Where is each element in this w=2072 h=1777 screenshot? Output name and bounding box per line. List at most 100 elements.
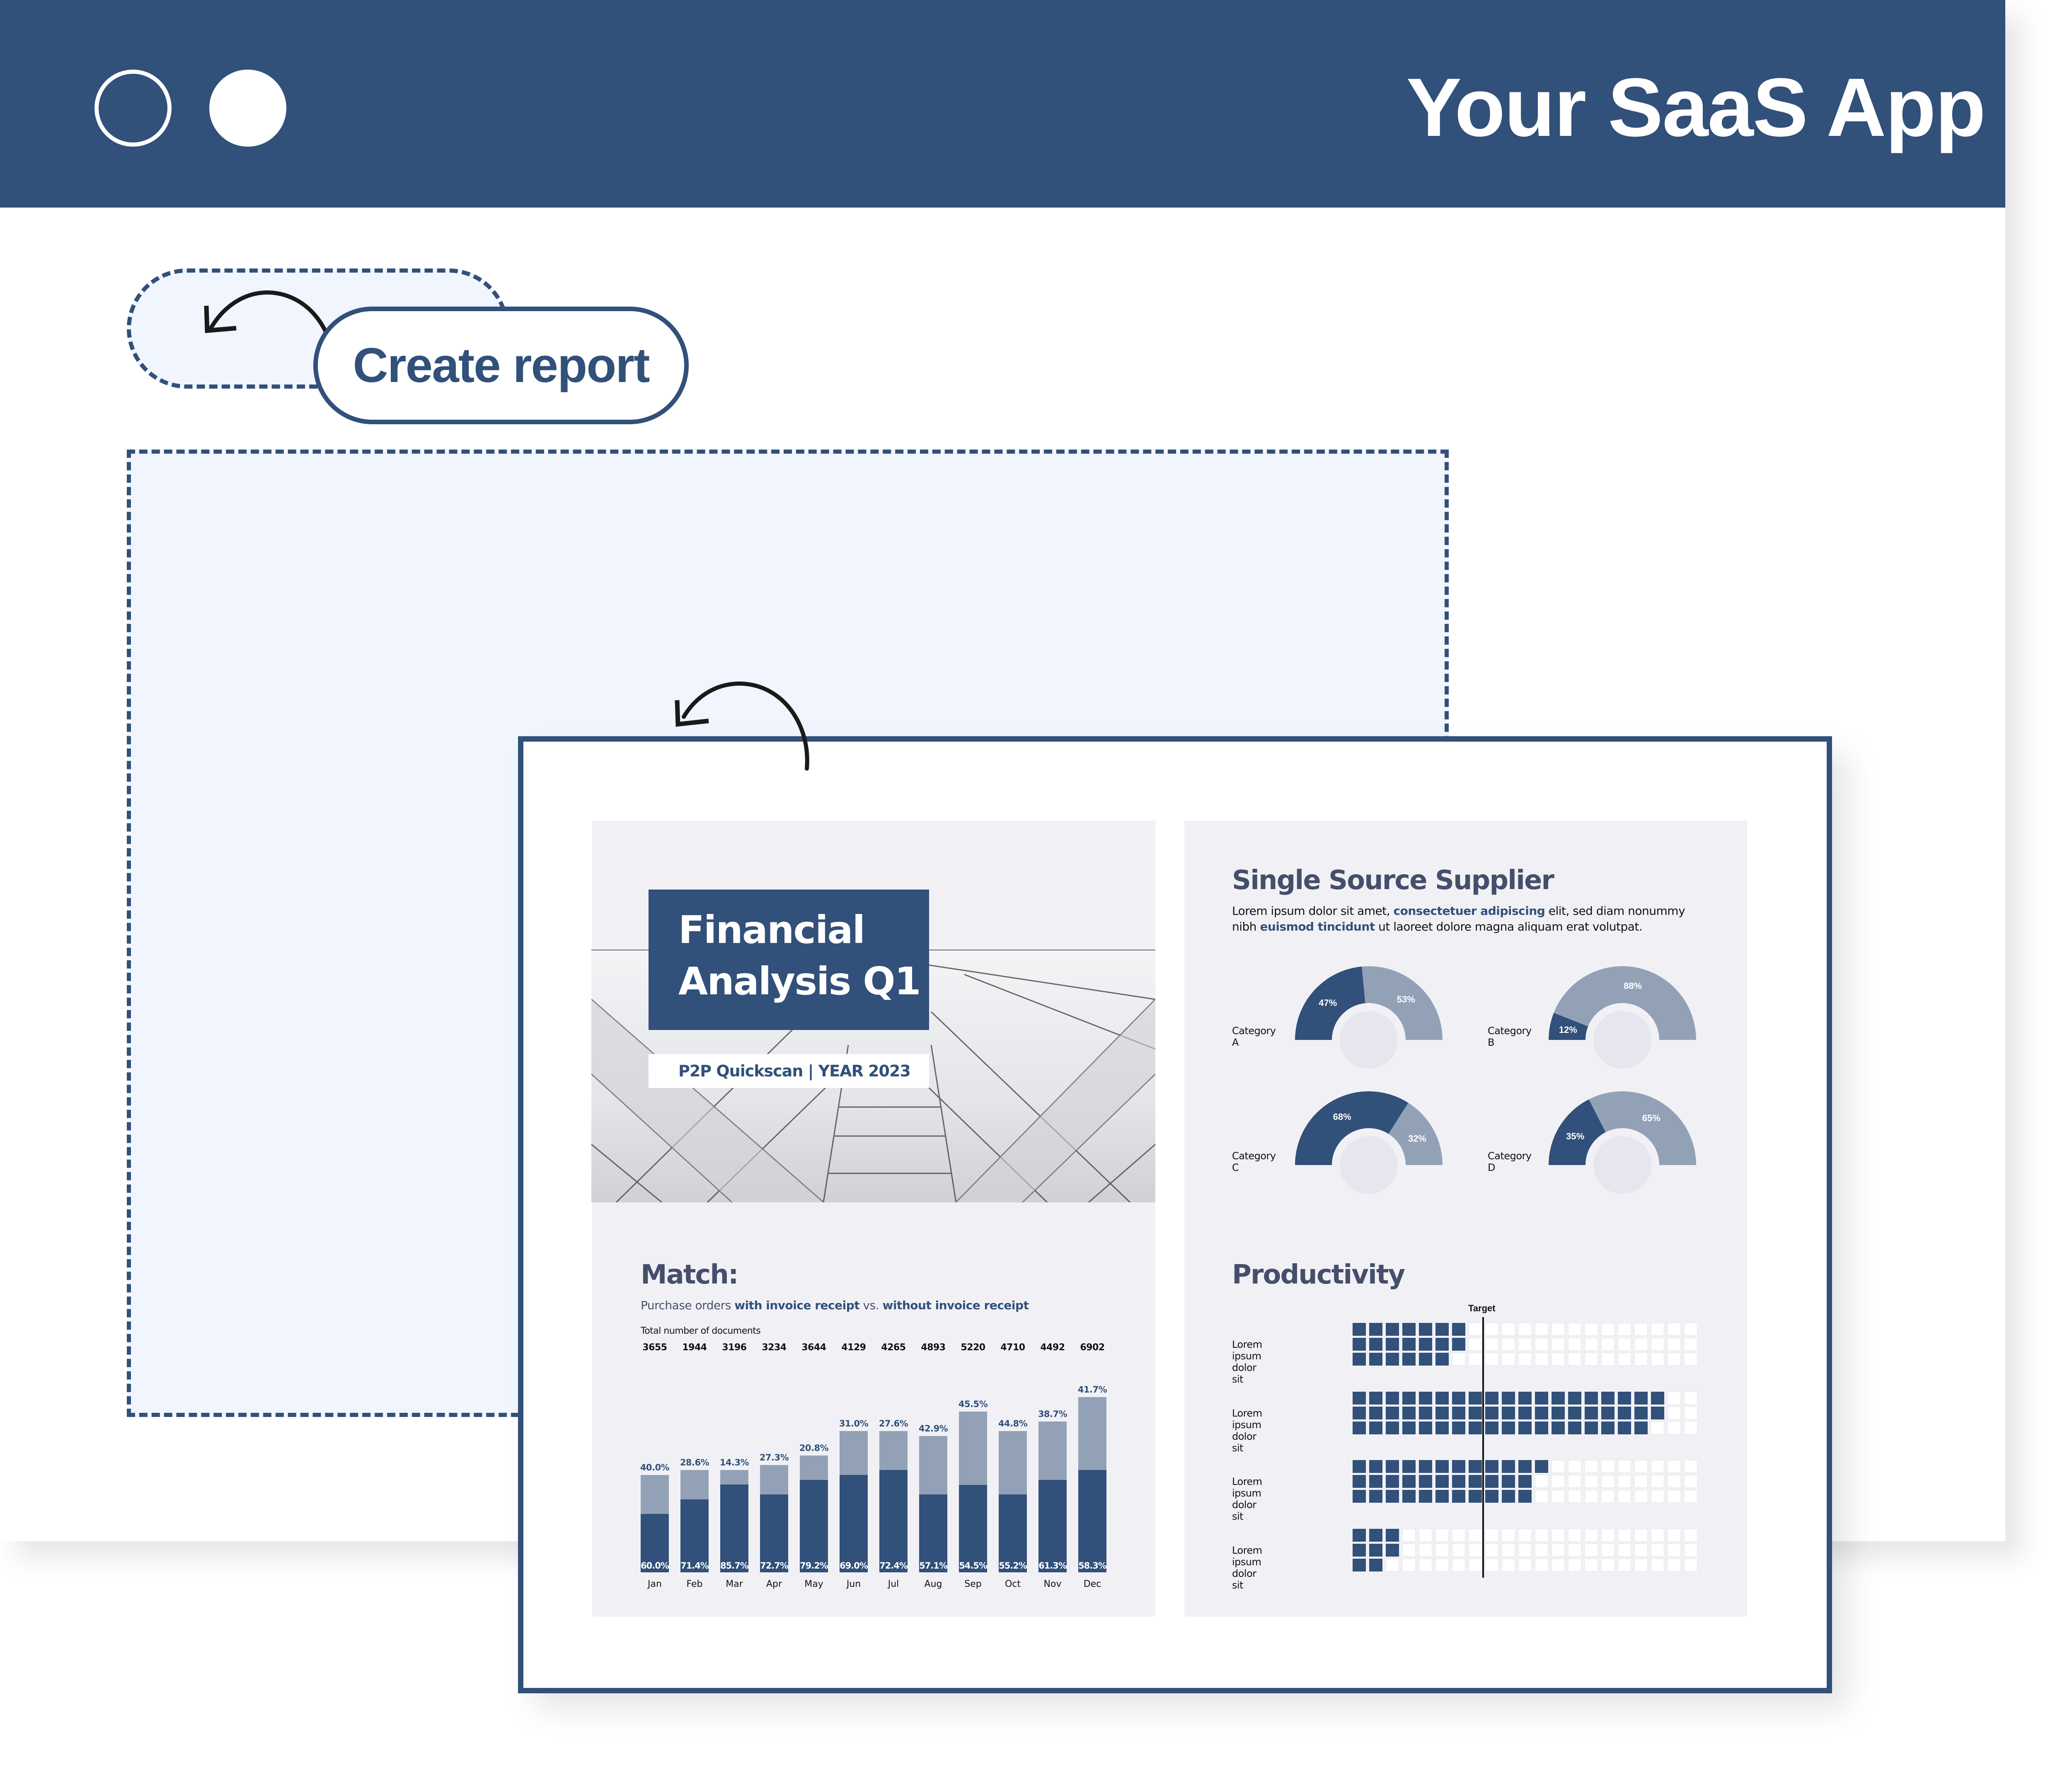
waffle-cell-filled (1552, 1392, 1565, 1405)
waffle-cell-empty (1518, 1353, 1532, 1366)
bar-segment-without-receipt[interactable] (1078, 1397, 1106, 1470)
bar-segment-with-receipt[interactable] (1038, 1480, 1067, 1572)
waffle-cell-empty (1535, 1490, 1548, 1503)
bar-segment-without-receipt[interactable] (919, 1436, 947, 1494)
gauge-category-label: Category D (1488, 1150, 1532, 1173)
waffle-cell-empty (1435, 1559, 1449, 1571)
gauge-segment-secondary[interactable] (1554, 966, 1696, 1040)
window-control-filled-icon[interactable] (209, 70, 286, 147)
report-title-line1: Financial (678, 908, 865, 952)
gauge-category-label: Category C (1232, 1150, 1276, 1173)
waffle-cell-empty (1485, 1323, 1498, 1336)
bar-segment-without-receipt[interactable] (959, 1412, 987, 1485)
gauge-segment-secondary[interactable] (1362, 966, 1443, 1040)
waffle-cell-empty (1634, 1490, 1648, 1503)
document-count: 5220 (961, 1342, 985, 1353)
bar-segment-without-receipt[interactable] (1038, 1422, 1067, 1480)
gauge-value-primary: 35% (1566, 1131, 1584, 1141)
gauge-segment-primary[interactable] (1295, 1091, 1409, 1165)
gauge-value-secondary: 88% (1624, 981, 1642, 991)
waffle-cell-empty (1651, 1353, 1664, 1366)
waffle-cell-empty (1568, 1353, 1581, 1366)
waffle-cell-empty (1601, 1460, 1615, 1473)
bar-segment-without-receipt[interactable] (800, 1455, 828, 1480)
month-label: Oct (1005, 1579, 1021, 1589)
gauge-segment-primary[interactable] (1549, 1013, 1588, 1040)
waffle-cell-filled (1469, 1407, 1482, 1419)
waffle-cell-empty (1452, 1529, 1465, 1542)
bar-label-without-receipt: 41.7% (1077, 1385, 1107, 1395)
window-control-outline-icon[interactable] (94, 70, 172, 147)
gauge-category-label: Category B (1488, 1025, 1532, 1048)
gauge-segment-secondary[interactable] (1589, 1091, 1696, 1165)
bar-label-without-receipt: 42.9% (918, 1424, 948, 1434)
bar-segment-without-receipt[interactable] (760, 1465, 788, 1494)
waffle-cell-filled (1419, 1353, 1432, 1366)
productivity-row-label: Lorem ipsum dolor sit (1232, 1339, 1262, 1385)
waffle-cell-empty (1568, 1544, 1581, 1557)
waffle-cell-empty (1618, 1338, 1631, 1351)
waffle-cell-empty (1535, 1475, 1548, 1488)
waffle-cell-filled (1452, 1475, 1465, 1488)
bar-segment-without-receipt[interactable] (879, 1431, 908, 1470)
bar-segment-without-receipt[interactable] (641, 1475, 669, 1514)
gauge-segment-primary[interactable] (1295, 966, 1365, 1040)
waffle-cell-filled (1369, 1559, 1382, 1571)
waffle-cell-empty (1651, 1338, 1664, 1351)
bar-segment-with-receipt[interactable] (919, 1494, 947, 1572)
bar-label-with-receipt: 72.7% (760, 1561, 789, 1571)
bar-segment-without-receipt[interactable] (720, 1470, 748, 1484)
bar-segment-without-receipt[interactable] (840, 1431, 868, 1475)
waffle-cell-empty (1668, 1559, 1681, 1571)
bar-label-without-receipt: 44.8% (998, 1419, 1028, 1429)
waffle-cell-filled (1535, 1460, 1548, 1473)
bar-segment-with-receipt[interactable] (999, 1494, 1027, 1572)
bar-segment-with-receipt[interactable] (800, 1480, 828, 1572)
month-label: Sep (964, 1579, 982, 1589)
waffle-cell-filled (1419, 1422, 1432, 1434)
waffle-cell-empty (1552, 1460, 1565, 1473)
single-source-title: Single Source Supplier (1232, 865, 1554, 896)
gauge-segment-primary[interactable] (1549, 1099, 1606, 1165)
waffle-cell-empty (1502, 1559, 1515, 1571)
waffle-cell-empty (1684, 1338, 1697, 1351)
bar-segment-with-receipt[interactable] (879, 1470, 908, 1572)
waffle-cell-empty (1419, 1529, 1432, 1542)
bar-segment-with-receipt[interactable] (641, 1514, 669, 1572)
waffle-cell-empty (1585, 1460, 1598, 1473)
create-report-button[interactable]: Create report (313, 307, 689, 424)
waffle-cell-empty (1585, 1338, 1598, 1351)
waffle-cell-filled (1386, 1353, 1399, 1366)
bar-segment-with-receipt[interactable] (959, 1485, 987, 1572)
gauge-value-primary: 68% (1333, 1112, 1351, 1122)
waffle-cell-filled (1369, 1407, 1382, 1419)
month-label: Jun (846, 1579, 861, 1589)
bar-segment-with-receipt[interactable] (840, 1475, 868, 1572)
bar-segment-with-receipt[interactable] (680, 1499, 709, 1572)
waffle-cell-empty (1668, 1490, 1681, 1503)
waffle-cell-empty (1585, 1529, 1598, 1542)
bar-segment-without-receipt[interactable] (680, 1470, 709, 1499)
gauge-segment-secondary[interactable] (1388, 1102, 1443, 1165)
bar-segment-with-receipt[interactable] (1078, 1470, 1106, 1572)
waffle-cell-empty (1651, 1422, 1664, 1434)
month-label: Aug (924, 1579, 942, 1589)
waffle-cell-filled (1402, 1460, 1416, 1473)
waffle-cell-filled (1419, 1490, 1432, 1503)
waffle-cell-empty (1601, 1338, 1615, 1351)
bar-segment-without-receipt[interactable] (999, 1431, 1027, 1494)
waffle-cell-empty (1568, 1490, 1581, 1503)
waffle-cell-filled (1452, 1392, 1465, 1405)
waffle-cell-empty (1684, 1422, 1697, 1434)
bar-segment-with-receipt[interactable] (720, 1484, 748, 1572)
waffle-cell-empty (1634, 1544, 1648, 1557)
gauge-value-primary: 12% (1559, 1025, 1577, 1035)
waffle-cell-filled (1353, 1544, 1366, 1557)
waffle-cell-empty (1634, 1475, 1648, 1488)
waffle-cell-empty (1452, 1559, 1465, 1571)
waffle-cell-empty (1502, 1544, 1515, 1557)
waffle-cell-filled (1535, 1407, 1548, 1419)
waffle-cell-empty (1634, 1460, 1648, 1473)
bar-segment-with-receipt[interactable] (760, 1494, 788, 1572)
bar-label-with-receipt: 71.4% (680, 1561, 709, 1571)
